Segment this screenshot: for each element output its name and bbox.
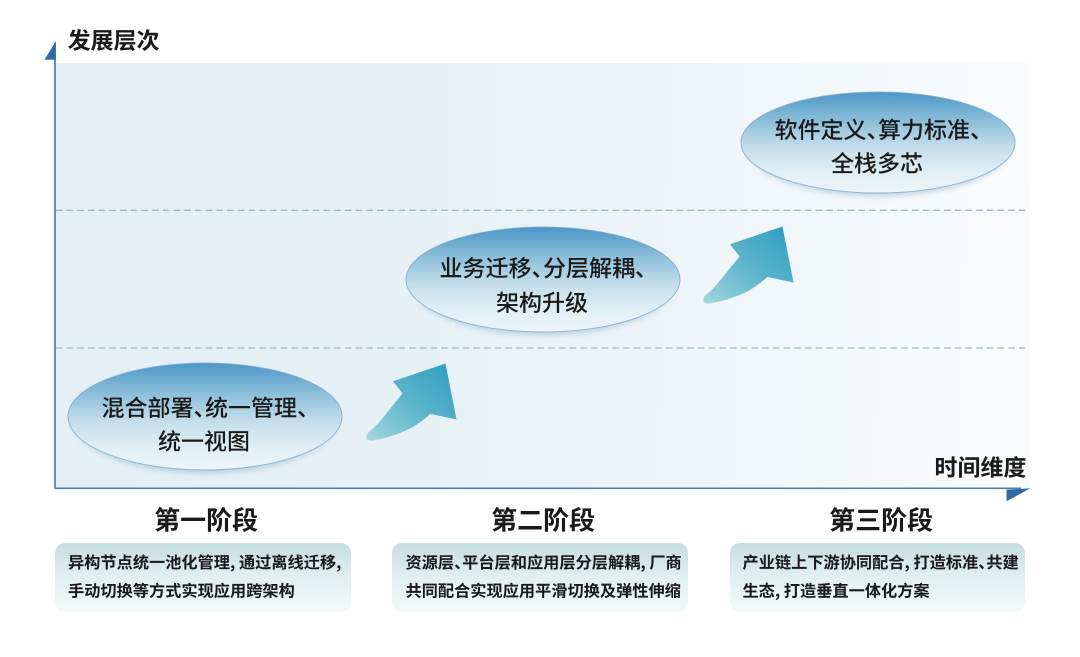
x-axis-arrowhead <box>1006 488 1031 502</box>
stage-2-label: 第二阶段 <box>489 504 597 535</box>
stage-2-desc-box: 资源层、平台层和应用层分层解耦, 厂商共同配合实现应用平滑切换及弹性伸缩 <box>392 543 688 612</box>
stage-3-desc-line-2 <box>742 582 930 601</box>
stage-3-label: 第三阶段 <box>827 504 935 535</box>
stage-2-label-line-1 <box>492 507 595 532</box>
stage-3-desc-box: 产业链上下游协同配合, 打造标准、共建生态, 打造垂直一体化方案 <box>730 543 1025 612</box>
stage-3-label-line-1 <box>829 507 933 532</box>
stage-1-bubble-shape <box>67 362 343 471</box>
y-axis-arrowhead <box>44 41 56 60</box>
y-axis-title-line-1 <box>67 28 159 51</box>
stage-3-bubble: 软件定义、算力标准、全栈多芯 <box>727 78 1029 207</box>
x-axis-title: 时间维度 <box>933 453 1029 481</box>
arrow-stage2-to-stage3 <box>703 226 794 304</box>
stage-1-label-line-1 <box>154 507 258 532</box>
x-axis-title-line-1 <box>935 456 1026 478</box>
stage-1-label: 第一阶段 <box>152 504 260 535</box>
stage-1-desc-box: 异构节点统一池化管理, 通过离线迁移, 手动切换等方式实现应用跨架构 <box>55 543 351 612</box>
stage-1-desc-line-1 <box>68 554 341 572</box>
stage-2-bubble-shape <box>405 226 681 333</box>
arrow-stage1-to-stage2 <box>366 363 457 441</box>
stage-2-desc-line-1 <box>406 554 681 572</box>
stage-3-desc-line-1 <box>742 554 1019 572</box>
stage-1-bubble: 混合部署、统一管理、统一视图 <box>54 349 356 484</box>
stage-3-bubble-shape <box>740 91 1016 194</box>
stage-2-bubble: 业务迁移、分层解耦、架构升级 <box>392 213 694 346</box>
stage-2-desc-line-2 <box>406 582 681 599</box>
stage-1-desc-line-2 <box>68 582 294 599</box>
y-axis-title: 发展层次 <box>65 26 162 54</box>
